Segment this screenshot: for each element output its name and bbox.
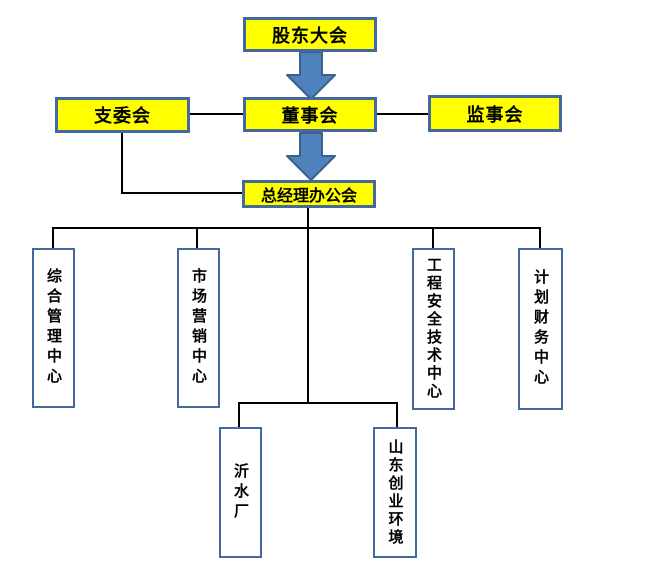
node-label: 董事会: [281, 105, 339, 127]
node-engineering-safety-tech-center: 工程安全技术中心: [412, 248, 455, 410]
node-marketing-center: 市场营销中心: [177, 248, 220, 408]
down-arrow-board-to-gmoffice-icon: [286, 132, 336, 181]
node-label: 总经理办公会: [260, 186, 357, 205]
connector-tier1-rail: [52, 227, 541, 229]
node-label: 工程安全技术中心: [425, 257, 443, 401]
node-general-management-center: 综合管理中心: [32, 248, 75, 408]
connector-drop-shandong: [396, 402, 398, 427]
node-shareholders-meeting: 股东大会: [243, 17, 377, 52]
node-label: 计划财务中心: [532, 269, 550, 389]
node-shandong-chuangye-environment: 山东创业环境: [373, 427, 417, 558]
node-label: 监事会: [466, 104, 524, 126]
connector-tier2-rail: [238, 402, 398, 404]
node-board-of-directors: 董事会: [243, 97, 377, 132]
node-label: 综合管理中心: [45, 268, 63, 388]
node-label: 山东创业环境: [386, 438, 405, 547]
connector-drop-marketing: [196, 227, 198, 248]
node-label: 沂水厂: [232, 462, 250, 523]
down-arrow-shareholders-to-board-icon: [286, 51, 336, 100]
node-label: 股东大会: [272, 25, 348, 47]
node-label: 市场营销中心: [190, 268, 208, 388]
connector-branch-gmoffice: [121, 192, 243, 194]
node-gm-office-meeting: 总经理办公会: [242, 180, 376, 208]
node-branch-committee: 支委会: [55, 97, 190, 133]
node-yishui-plant: 沂水厂: [219, 427, 262, 558]
connector-drop-planning-finance: [539, 227, 541, 248]
connector-drop-engineering: [432, 227, 434, 248]
connector-board-supervisory: [377, 113, 429, 115]
node-supervisory-board: 监事会: [428, 95, 562, 132]
connector-drop-general-management: [52, 227, 54, 248]
connector-branch-down: [121, 133, 123, 194]
connector-drop-yishui: [238, 402, 240, 427]
connector-branch-board: [190, 113, 244, 115]
node-planning-finance-center: 计划财务中心: [518, 248, 563, 410]
node-label: 支委会: [94, 106, 151, 127]
connector-center-spine: [307, 207, 309, 404]
